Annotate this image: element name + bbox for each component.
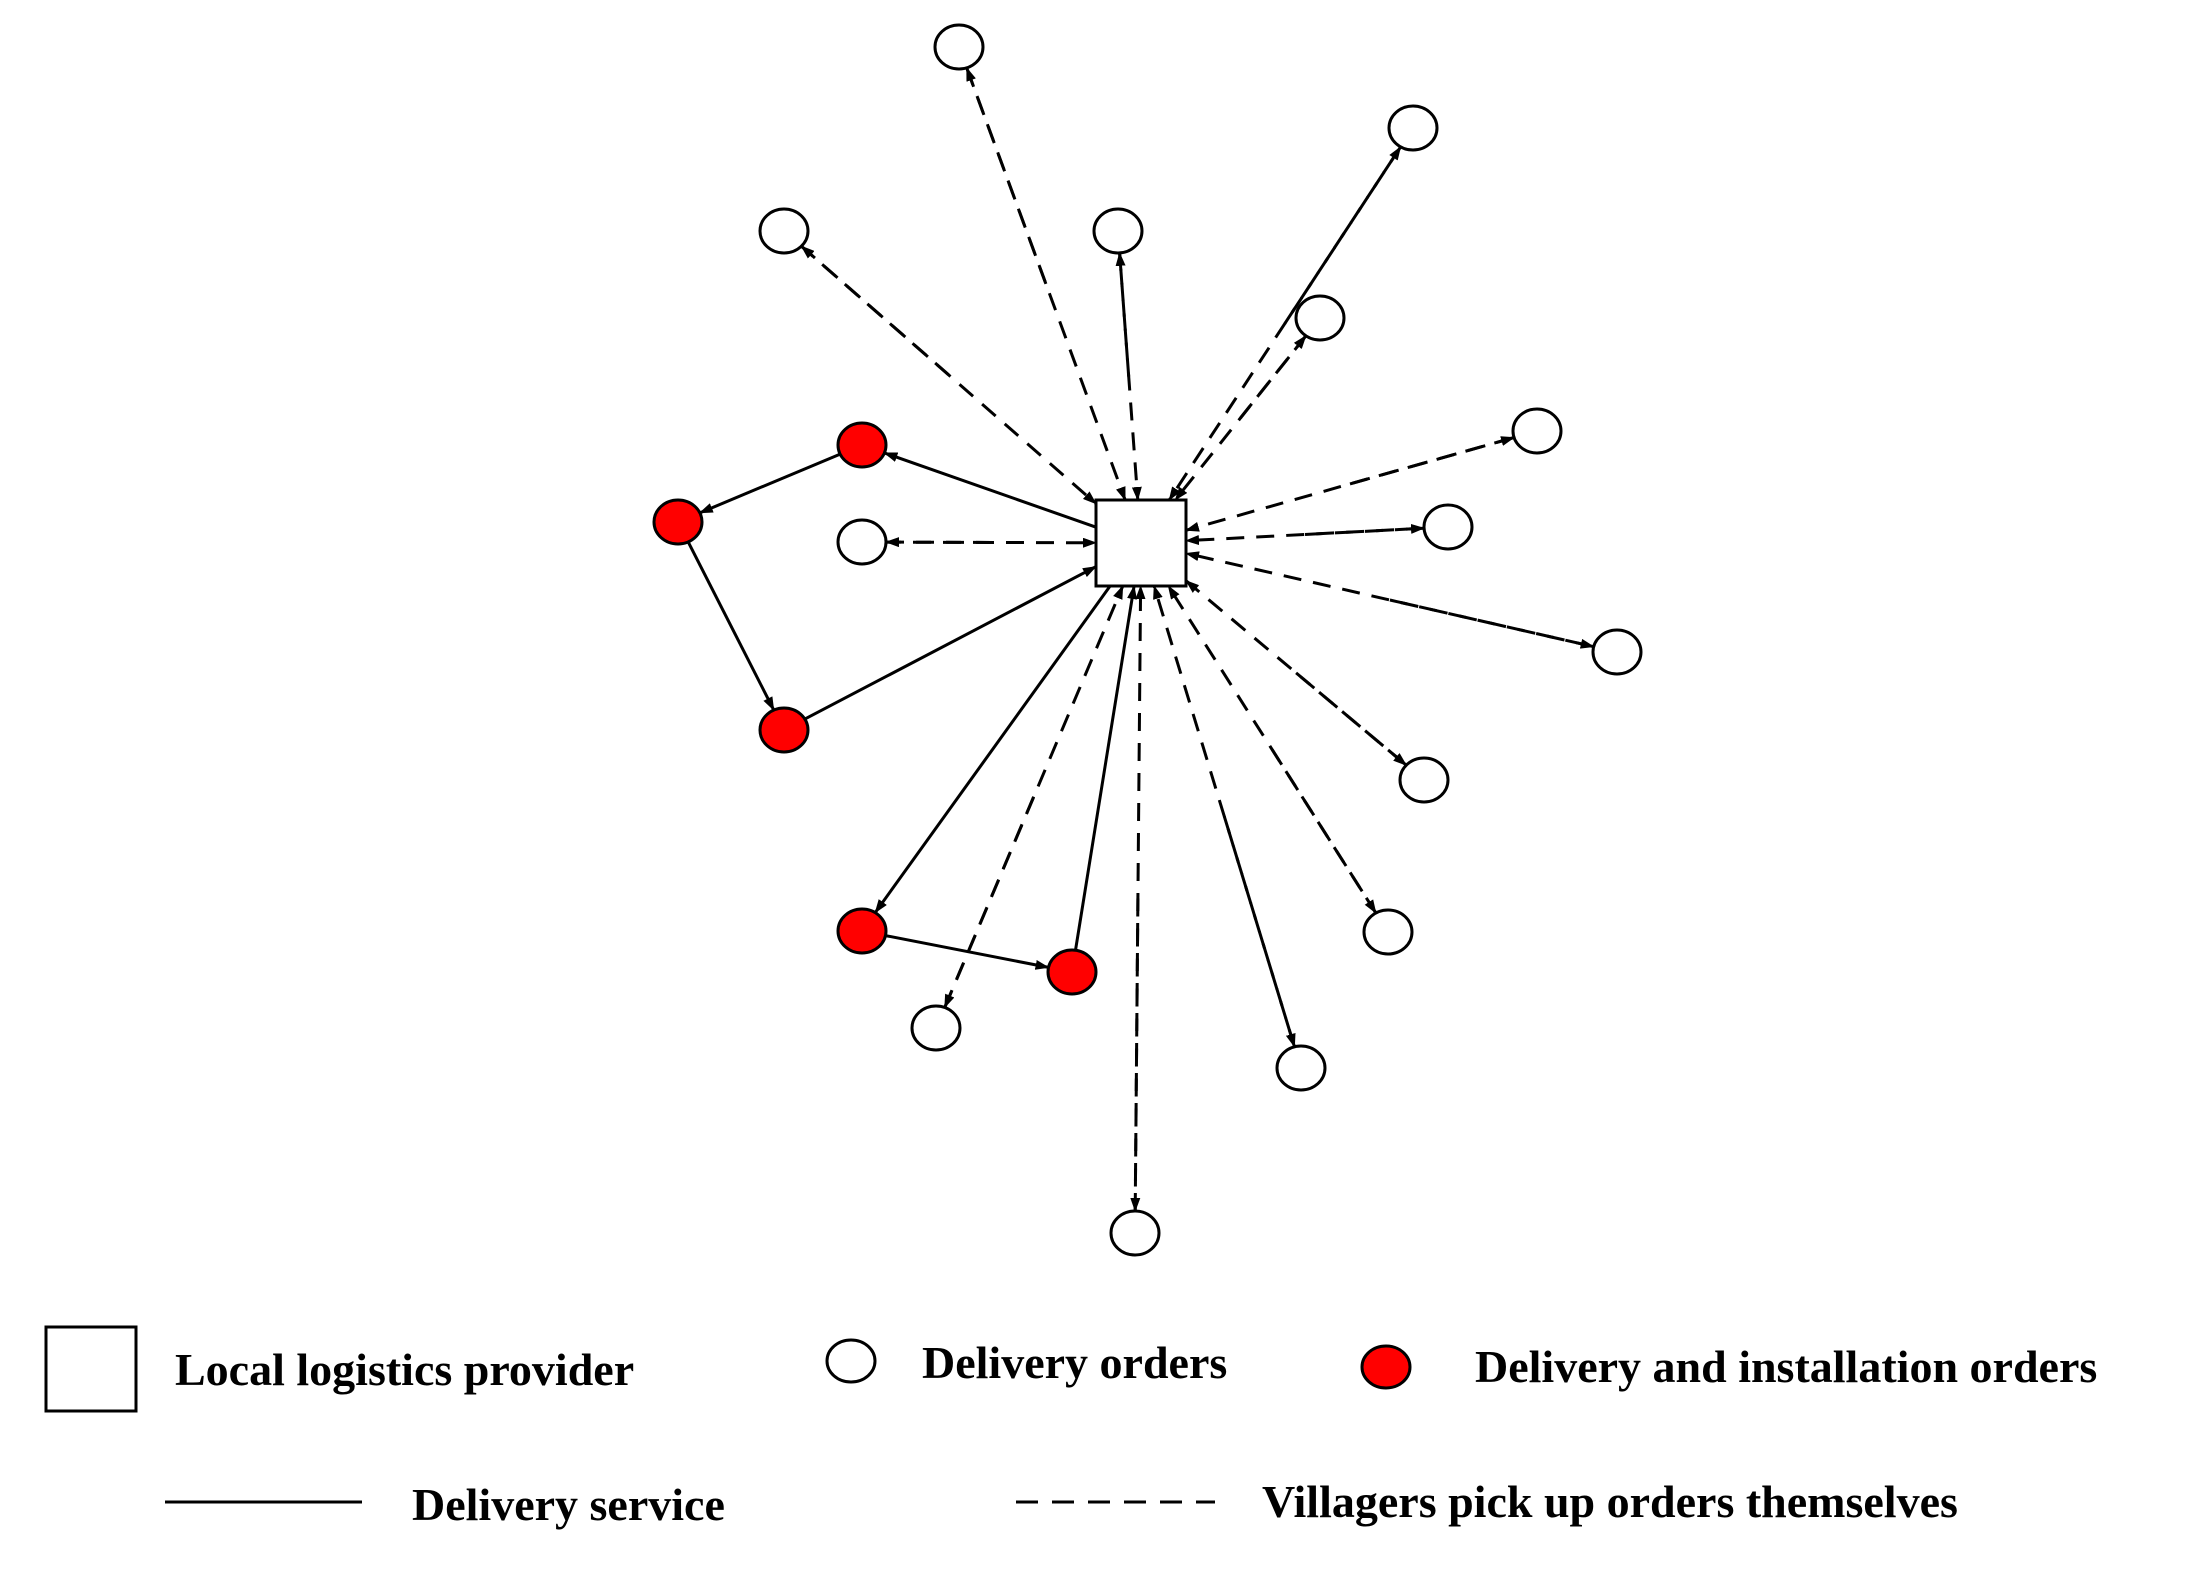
delivery-order-node-order-left: [836, 518, 888, 566]
delivery-order-node-order-lower-left: [910, 1004, 962, 1052]
delivery-order-node-order-top-left: [758, 207, 810, 255]
route2-hub-to-bottom-left: [873, 585, 1112, 914]
delivery-order-node-order-top: [933, 23, 985, 71]
legend-provider-label: Local logistics provider: [175, 1344, 634, 1395]
pickup-edge-hub-to-order-lower-center-1: [1222, 815, 1296, 1048]
pickup-edge-hub-to-order-right-2: [1304, 523, 1425, 536]
pickup-edge-order-right-1-to-hub: [1185, 436, 1515, 532]
pickup-edge-hub-to-order-upper-center: [1115, 251, 1131, 377]
legend: Local logistics provider Delivery orders…: [44, 1325, 2097, 1530]
pickup-edge-hub-to-order-bottom: [1130, 898, 1141, 1212]
delivery-order-node-order-upper-center: [1092, 207, 1144, 255]
route1-lower-left-to-hub: [804, 565, 1097, 721]
pickup-edge-order-right-3-to-hub: [1185, 551, 1595, 649]
pickup-edge-hub-to-order-top-left: [800, 245, 950, 377]
pickup-edge-order-right-2-to-hub: [1185, 526, 1425, 546]
pickup-edge-hub-to-order-right-3: [1389, 598, 1595, 649]
delivery-order-node-order-lower-right-1: [1398, 756, 1450, 804]
pickup-edge-hub-to-order-lower-right-1: [1295, 671, 1408, 767]
legend-delivery-service-label: Delivery service: [412, 1479, 725, 1530]
installation-order-node-install-bottom-right: [1046, 948, 1098, 996]
route2-bottom-right-to-hub: [1074, 585, 1137, 951]
local-logistics-provider-node: [1094, 498, 1188, 588]
installation-order-node-install-left: [652, 498, 704, 546]
pickup-edge-hub-to-order-mid-right-high: [1239, 334, 1308, 419]
legend-provider-symbol: [44, 1325, 138, 1413]
legend-self-pickup-label: Villagers pick up orders themselves: [1262, 1476, 1958, 1527]
installation-order-node-install-upper-left: [836, 421, 888, 469]
pickup-edge-hub-to-order-top: [965, 66, 1048, 285]
delivery-order-node-order-right-2: [1422, 503, 1474, 551]
delivery-order-node-order-right-3: [1591, 628, 1643, 676]
pickup-edge-hub-to-order-upper-right: [1283, 146, 1402, 325]
delivery-order-node-order-bottom: [1109, 1209, 1161, 1257]
route1-hub-to-upper-left: [883, 451, 1097, 529]
route1-left-to-lower-left: [686, 541, 776, 711]
installation-order-node-install-bottom-left: [836, 907, 888, 955]
pickup-edge-hub-to-order-lower-left: [943, 796, 1036, 1009]
route1-upper-left-to-left: [698, 452, 841, 515]
pickup-edge-order-upper-right-to-hub: [1167, 146, 1402, 501]
delivery-order-node-order-right-1: [1511, 407, 1563, 455]
route2-bottom-left-to-bottom-right: [885, 934, 1050, 970]
delivery-order-node-order-upper-right: [1387, 104, 1439, 152]
installation-order-node-install-lower-left: [758, 706, 810, 754]
legend-delivery-orders-symbol: [825, 1338, 877, 1384]
legend-installation-orders-symbol: [1360, 1344, 1412, 1390]
delivery-order-node-order-lower-right-2: [1362, 908, 1414, 956]
delivery-order-node-order-mid-right-high: [1294, 294, 1346, 342]
legend-delivery-orders-label: Delivery orders: [922, 1337, 1227, 1388]
delivery-order-node-order-lower-center-1: [1275, 1044, 1327, 1092]
legend-installation-orders-label: Delivery and installation orders: [1475, 1341, 2097, 1392]
pickup-edge-hub-to-order-lower-right-2: [1270, 748, 1378, 914]
pickup-edge-hub-to-order-right-1: [1349, 436, 1516, 486]
